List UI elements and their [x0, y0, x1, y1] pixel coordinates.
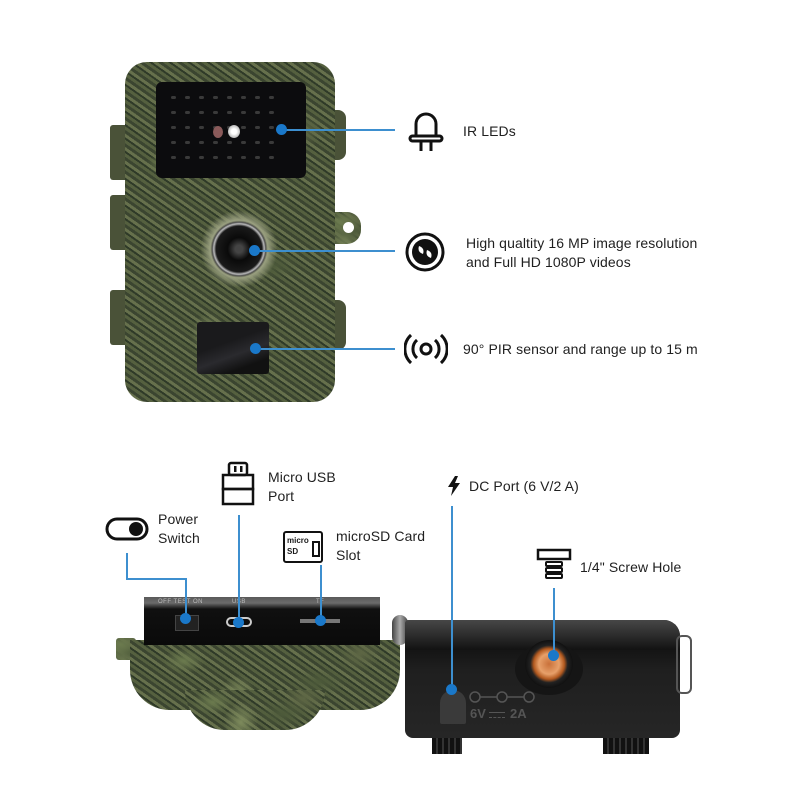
strap-hole — [343, 222, 354, 233]
tripod-screw-hole — [525, 640, 573, 688]
dc-port-label: DC Port (6 V/2 A) — [469, 478, 579, 494]
micro-usb-label-line1: Micro USB — [268, 469, 336, 485]
dc-port-cover[interactable] — [440, 690, 466, 724]
callout-line-screw — [553, 588, 555, 654]
camera-side-hinge-mid — [110, 195, 128, 250]
power-switch-label-line2: Switch — [158, 530, 200, 546]
foot-right — [603, 738, 649, 754]
led-icon — [408, 112, 444, 151]
lid-hinge-right — [392, 615, 408, 645]
callout-dot-sd — [315, 615, 326, 626]
microsd-label-line1: microSD Card — [336, 528, 426, 544]
microsd-icon-text-micro: micro — [287, 536, 309, 545]
callout-dot-usb — [233, 617, 244, 628]
status-led — [228, 125, 240, 138]
microsd-label-line2: Slot — [336, 547, 361, 563]
dc-current-marking: 2A — [510, 706, 527, 721]
screw-hole-label: 1/4" Screw Hole — [580, 559, 682, 575]
callout-dot-screw — [548, 650, 559, 661]
light-sensor — [213, 126, 223, 138]
microsd-card-icon: micro SD — [283, 531, 323, 563]
motion-sensor-icon — [404, 333, 448, 365]
microsd-icon-notch — [312, 541, 320, 557]
latch-right — [676, 635, 692, 694]
screw-icon — [536, 548, 572, 579]
camera-side-hinge-top — [110, 125, 128, 180]
dc-current-symbol — [489, 712, 505, 718]
sd-marking: TF — [316, 599, 324, 605]
strap-hole-tab — [335, 212, 361, 244]
microsd-icon-text-sd: SD — [287, 547, 299, 556]
lens-icon — [405, 232, 445, 272]
callout-line-usb — [238, 515, 240, 622]
callout-line-power-v2 — [185, 578, 187, 618]
lens-label-line2: and Full HD 1080P videos — [466, 254, 631, 270]
callout-line-lens — [256, 250, 395, 252]
port-panel: OFF TEST ON USB TF — [144, 597, 380, 645]
callout-line-power-v1 — [126, 553, 128, 578]
camera-lid-bulge — [185, 690, 325, 730]
ir-leds-label: IR LEDs — [463, 123, 516, 139]
power-switch-label-line1: Power — [158, 511, 199, 527]
callout-line-power-h — [126, 578, 186, 580]
toggle-switch-icon — [105, 517, 149, 541]
power-marking: OFF TEST ON — [158, 599, 203, 605]
camera-side-hinge-bottom — [110, 290, 128, 345]
callout-line-dc — [451, 506, 453, 689]
lightning-icon — [448, 476, 460, 496]
callout-dot-power — [180, 613, 191, 624]
callout-dot-lens — [249, 245, 260, 256]
callout-dot-pir — [250, 343, 261, 354]
micro-usb-label-line2: Port — [268, 488, 295, 504]
callout-dot-ir — [276, 124, 287, 135]
dc-voltage-marking: 6V — [470, 706, 486, 721]
pir-label: 90° PIR sensor and range up to 15 m — [463, 341, 698, 357]
callout-line-ir — [283, 129, 395, 131]
micro-usb-icon — [221, 461, 255, 506]
callout-line-pir — [257, 348, 395, 350]
ir-led-grid — [168, 92, 280, 159]
callout-dot-dc — [446, 684, 457, 695]
foot-left — [432, 738, 462, 754]
dc-polarity-symbol — [469, 691, 535, 703]
callout-line-sd — [320, 565, 322, 620]
lens-label-line1: High qualtity 16 MP image resolution — [466, 235, 698, 251]
